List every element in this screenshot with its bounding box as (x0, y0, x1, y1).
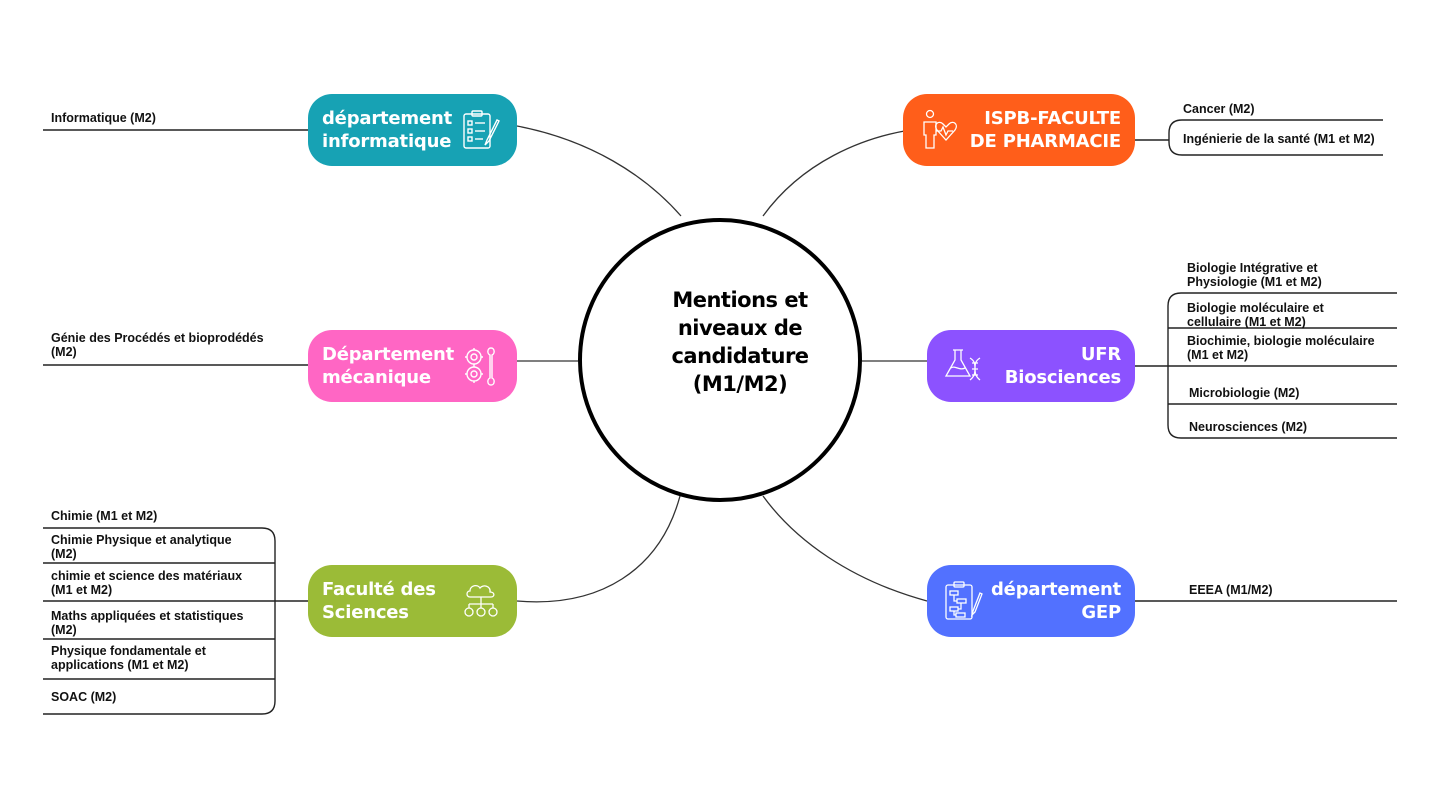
node-label: Département mécanique (322, 344, 455, 388)
clipboard-flowchart-icon (943, 579, 983, 623)
central-title: Mentions et niveaux de candidature (M1/M… (671, 288, 809, 396)
clipboard-checklist-icon (461, 108, 501, 152)
node-label: Faculté des Sciences (322, 579, 436, 623)
leaf-item-genie-procedes: Génie des Procédés et bioprodédés (M2) (51, 331, 264, 359)
connector-pharmacie (762, 127, 926, 217)
leaf-item-neurosciences: Neurosciences (M2) (1189, 420, 1308, 434)
bracket-sciences (43, 527, 276, 715)
leaf-item-biologie-integrative: Biologie Intégrative et Physiologie (M1 … (1187, 261, 1322, 289)
node-faculte-des-sciences[interactable]: Faculté des Sciences (308, 565, 517, 637)
leaf-item-biologie-moleculaire: Biologie moléculaire et cellulaire (M1 e… (1187, 301, 1324, 329)
node-label: UFR Biosciences (1004, 344, 1121, 388)
bracket-pharmacie (1168, 119, 1383, 156)
leaf-item-chimie-physique: Chimie Physique et analytique (M2) (51, 533, 232, 561)
leaf-item-biochimie: Biochimie, biologie moléculaire (M1 et M… (1187, 334, 1375, 362)
node-label: ISPB-FACULTE DE PHARMACIE (969, 108, 1121, 152)
leaf-item-eeea: EEEA (M1/M2) (1189, 583, 1273, 597)
leaf-item-ingenierie-sante: Ingénierie de la santé (M1 et M2) (1183, 132, 1375, 146)
central-ellipse (578, 218, 862, 502)
connector-sciences (516, 495, 681, 603)
leaf-item-physique-fondamentale: Physique fondamentale et applications (M… (51, 644, 206, 672)
node-departement-informatique[interactable]: département informatique (308, 94, 517, 166)
cloud-network-icon (461, 579, 501, 623)
node-label: département GEP (991, 579, 1121, 623)
leaf-item-microbiologie: Microbiologie (M2) (1189, 386, 1300, 400)
node-ispb-faculte-de-pharmacie[interactable]: ISPB-FACULTE DE PHARMACIE (903, 94, 1135, 166)
node-ufr-biosciences[interactable]: UFR Biosciences (927, 330, 1135, 402)
leaf-item-maths-appliquees: Maths appliquées et statistiques (M2) (51, 609, 244, 637)
connector-gep (762, 495, 928, 602)
leaf-item-chimie-materiaux: chimie et science des matériaux (M1 et M… (51, 569, 243, 597)
node-departement-gep[interactable]: département GEP (927, 565, 1135, 637)
leaf-item-soac: SOAC (M2) (51, 690, 117, 704)
leaf-item-chimie: Chimie (M1 et M2) (51, 509, 158, 523)
connector-informatique (516, 125, 682, 217)
leaf-item-cancer: Cancer (M2) (1183, 102, 1255, 116)
node-departement-mecanique[interactable]: Département mécanique (308, 330, 517, 402)
gears-wrench-icon (461, 344, 501, 388)
flask-dna-icon (943, 344, 983, 388)
leaf-item-informatique: Informatique (M2) (51, 111, 156, 125)
node-label: département informatique (322, 108, 452, 152)
person-heart-icon (919, 108, 959, 152)
